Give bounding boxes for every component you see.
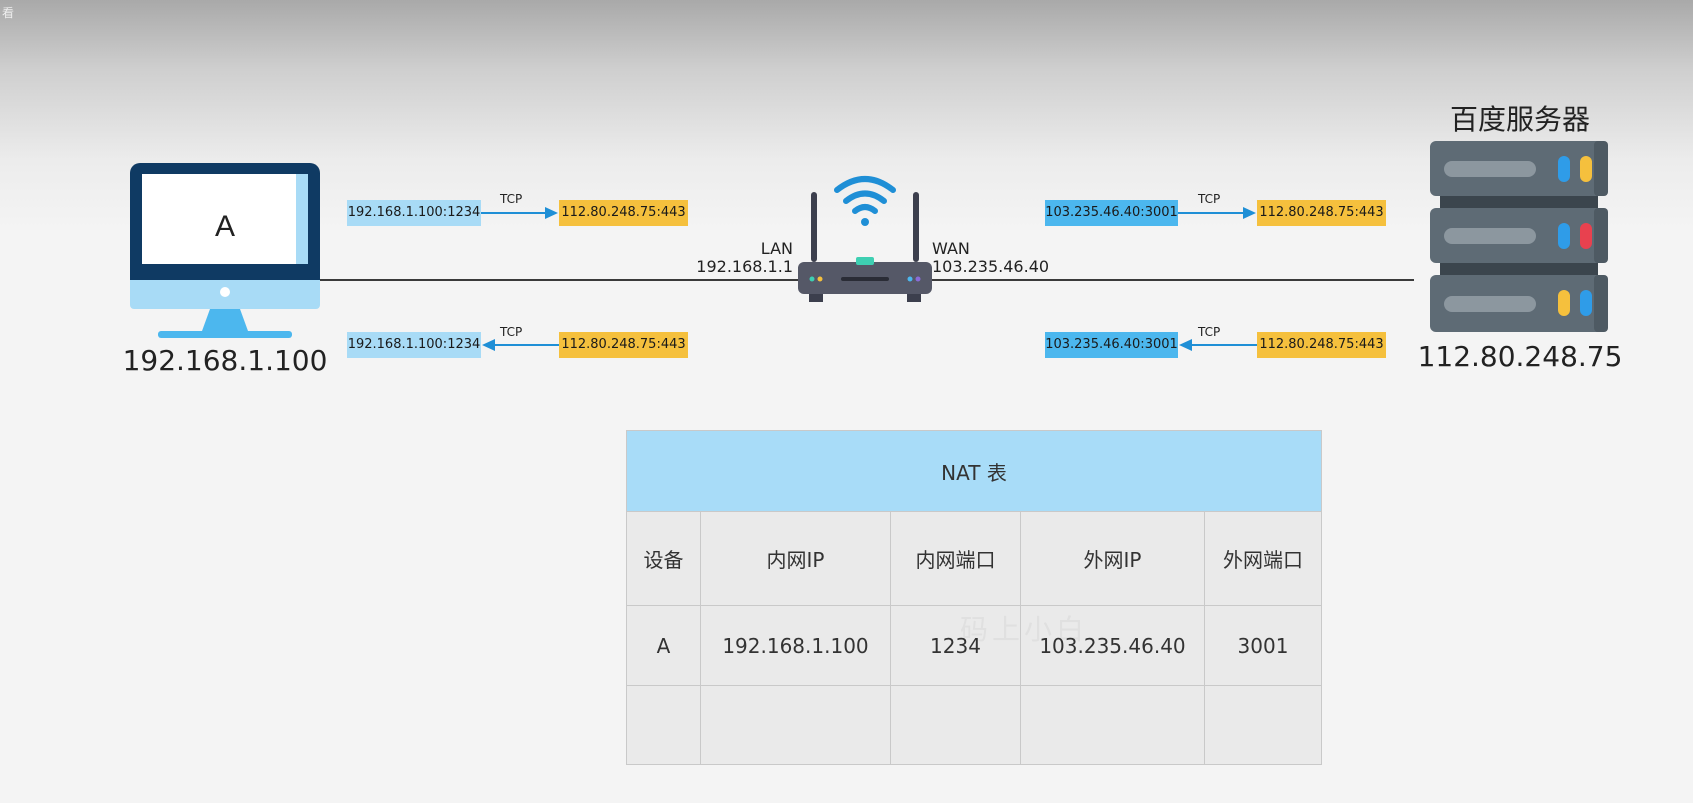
wan-ip: 103.235.46.40 [932,257,1050,276]
nat-table-caption: NAT 表 [626,430,1322,512]
server-icon [1430,141,1608,332]
wan-in-arrow [1179,339,1257,351]
lan-in-destination: 192.168.1.100:1234 [347,332,481,358]
wan-port-label: WAN 103.235.46.40 [932,240,1049,276]
cell-inner-ip: 192.168.1.100 [700,605,891,686]
header-device: 设备 [626,511,701,606]
nat-table-header-row: 设备 内网IP 内网端口 外网IP 外网端口 [626,511,1322,606]
cell-device: A [626,605,701,686]
wan-in-source: 112.80.248.75:443 [1257,332,1386,358]
nat-table: NAT 表 设备 内网IP 内网端口 外网IP 外网端口 A 192.168.1… [626,430,1322,765]
lan-out-protocol: TCP [500,192,523,206]
header-outer-ip: 外网IP [1020,511,1205,606]
server-title: 百度服务器 [1449,103,1590,136]
cell-outer-ip: 103.235.46.40 [1020,605,1205,686]
computer-icon: A [130,163,320,338]
computer-ip-label: 192.168.1.100 [122,344,328,377]
cell-inner-ip [700,685,891,765]
wan-out-arrow [1178,207,1256,219]
router-icon [798,176,932,302]
cell-outer-port [1204,685,1322,765]
header-outer-port: 外网端口 [1204,511,1322,606]
lan-in-arrow [482,339,559,351]
cell-inner-port [890,685,1021,765]
wan-name: WAN [932,239,970,258]
table-row: A 192.168.1.100 1234 103.235.46.40 3001 [626,605,1322,686]
cell-outer-port: 3001 [1204,605,1322,686]
lan-out-destination: 112.80.248.75:443 [559,200,688,226]
header-inner-port: 内网端口 [890,511,1021,606]
lan-wire [320,279,798,281]
screen-letter: A [215,210,235,243]
lan-in-protocol: TCP [500,325,523,339]
corner-glyph: 看 [2,6,15,20]
cell-inner-port: 1234 [890,605,1021,686]
wan-in-protocol: TCP [1198,325,1221,339]
lan-name: LAN [760,239,793,258]
watermark-text: 码上小白 [960,613,1089,646]
wan-wire [932,279,1414,281]
lan-out-arrow [481,207,558,219]
table-row [626,685,1322,765]
header-inner-ip: 内网IP [700,511,891,606]
wan-out-source: 103.235.46.40:3001 [1045,200,1178,226]
lan-ip: 192.168.1.1 [696,257,793,276]
server-ip-label: 112.80.248.75 [1417,340,1623,373]
cell-device [626,685,701,765]
wan-out-protocol: TCP [1198,192,1221,206]
lan-port-label: LAN 192.168.1.1 [688,240,793,276]
lan-out-source: 192.168.1.100:1234 [347,200,481,226]
wan-in-destination: 103.235.46.40:3001 [1045,332,1178,358]
wan-out-destination: 112.80.248.75:443 [1257,200,1386,226]
cell-outer-ip [1020,685,1205,765]
lan-in-source: 112.80.248.75:443 [559,332,688,358]
